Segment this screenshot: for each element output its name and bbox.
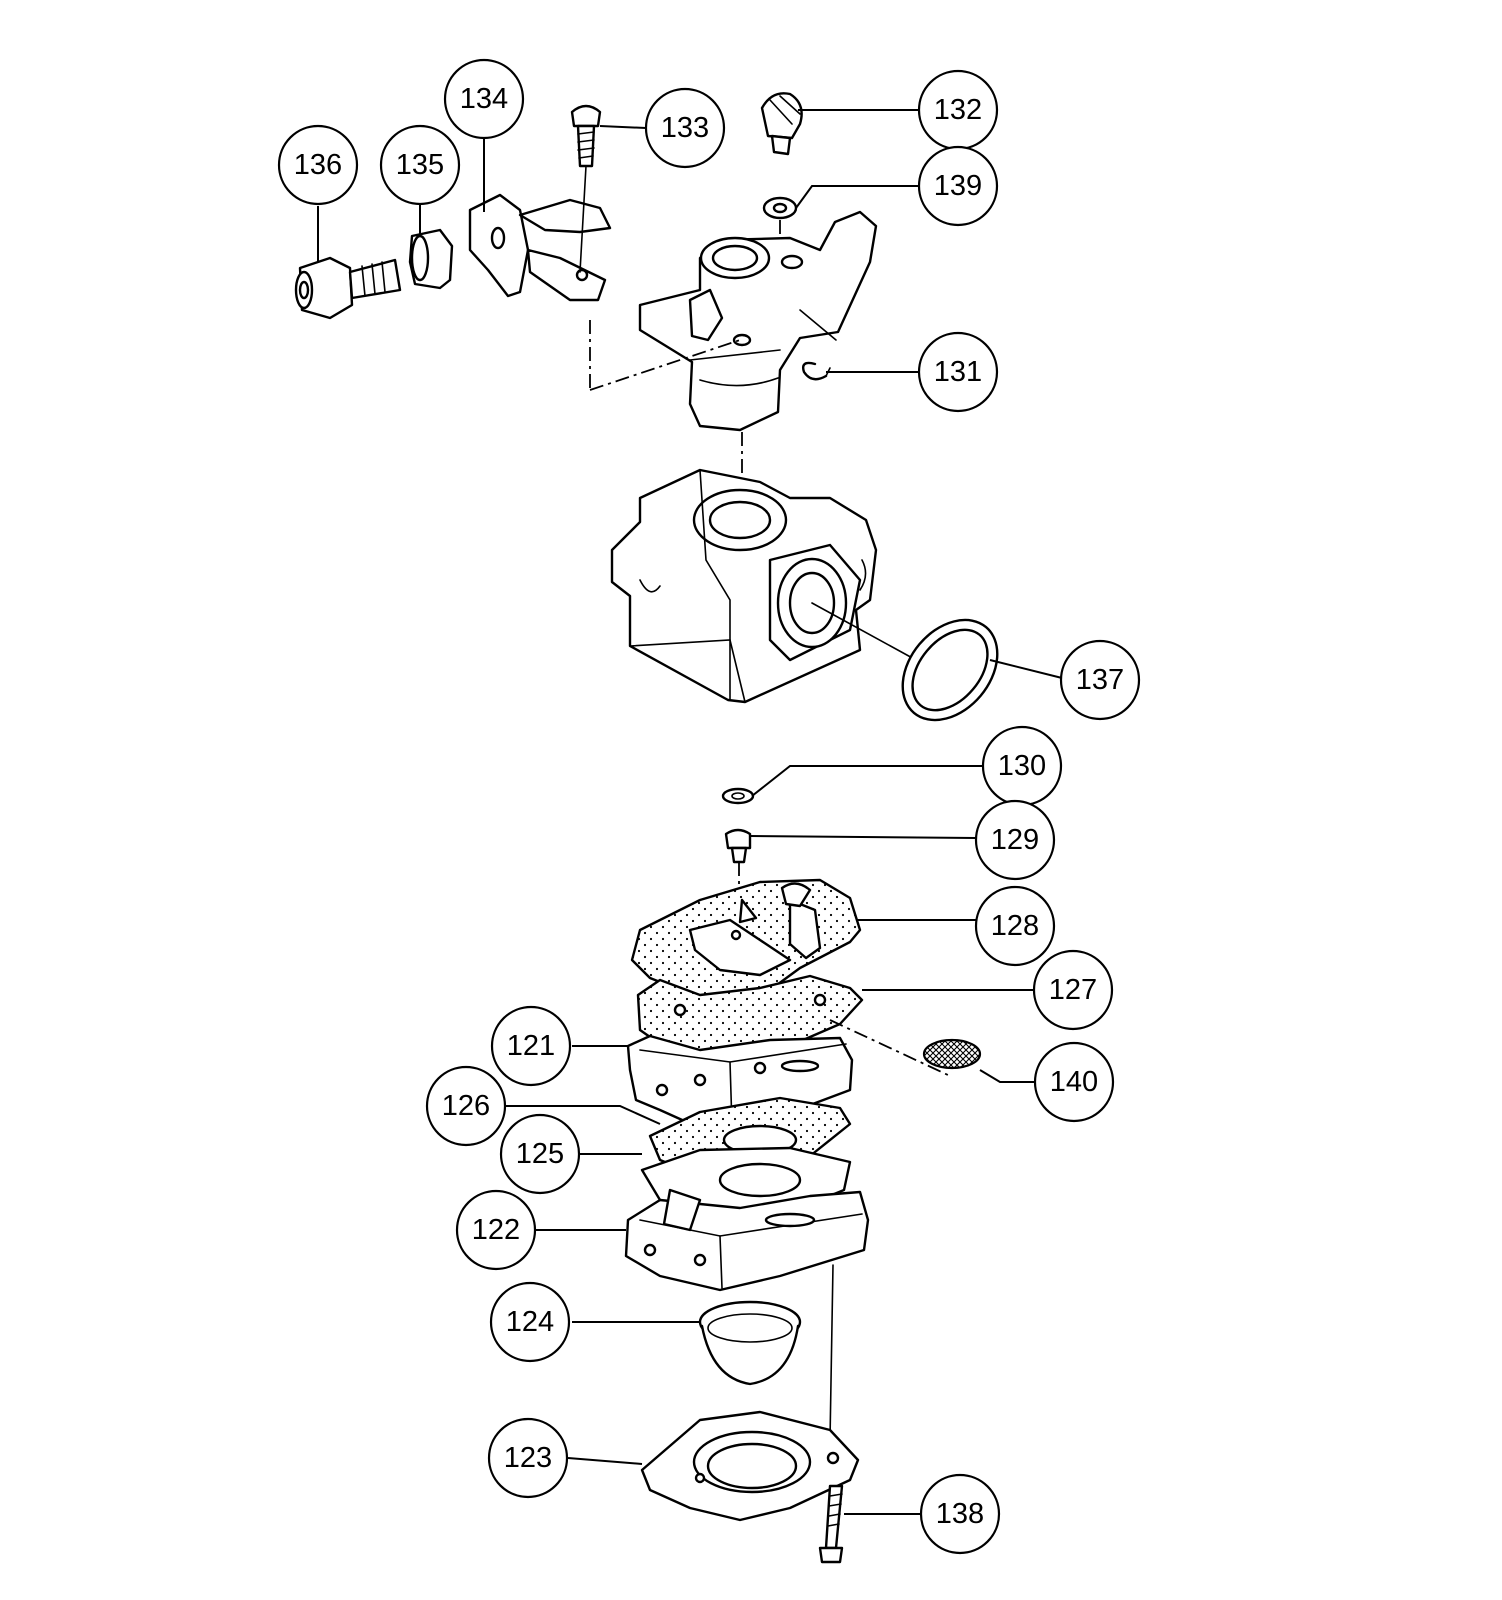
callout-label-124: 124 [506,1306,554,1338]
callout-label-140: 140 [1050,1066,1098,1098]
callout-123: 123 [487,1417,569,1499]
part-123-cover [640,1410,860,1522]
callout-label-128: 128 [991,910,1039,942]
callout-label-139: 139 [934,170,982,202]
part-133-screw [570,104,602,273]
part-131-clip [801,361,831,381]
callout-125: 125 [499,1113,581,1195]
callout-label-130: 130 [998,750,1046,782]
callout-122: 122 [455,1189,537,1271]
callout-124: 124 [489,1281,571,1363]
upper-cover-assembly [589,210,878,432]
callout-135: 135 [379,124,461,206]
callout-134: 134 [443,58,525,140]
part-140-screen [922,1038,982,1070]
part-130-washer [721,787,755,805]
callout-133: 133 [644,87,726,169]
callout-137: 137 [1059,639,1141,721]
callout-label-135: 135 [396,149,444,181]
callout-121: 121 [490,1005,572,1087]
callout-label-131: 131 [934,356,982,388]
part-137-seal-ring [901,618,999,722]
callout-130: 130 [981,725,1063,807]
carburetor-body [610,432,917,704]
part-135-nut [408,228,454,290]
part-128-plate [630,878,862,1000]
part-138-screw [818,1484,844,1564]
part-136-hose-fitting [294,256,402,320]
callout-label-127: 127 [1049,974,1097,1006]
callout-126: 126 [425,1065,507,1147]
callout-138: 138 [919,1473,1001,1555]
callout-label-138: 138 [936,1498,984,1530]
callout-127: 127 [1032,949,1114,1031]
part-132-adjust-screw [760,92,803,156]
callout-label-121: 121 [507,1030,555,1062]
callout-label-123: 123 [504,1442,552,1474]
part-122-lower-body [624,1188,870,1441]
part-134-bracket [468,193,612,302]
callout-label-125: 125 [516,1138,564,1170]
part-124-cup [698,1300,802,1386]
callout-140: 140 [1033,1041,1115,1123]
callout-128: 128 [974,885,1056,967]
callout-131: 131 [917,331,999,413]
callout-label-126: 126 [442,1090,490,1122]
callout-label-129: 129 [991,824,1039,856]
callout-label-137: 137 [1076,664,1124,696]
callout-129: 129 [974,799,1056,881]
callout-139: 139 [917,145,999,227]
callout-132: 132 [917,69,999,151]
leader-lines [317,109,1063,1515]
callout-136: 136 [277,124,359,206]
callout-label-136: 136 [294,149,342,181]
callout-label-122: 122 [472,1214,520,1246]
callout-label-132: 132 [934,94,982,126]
callout-label-134: 134 [460,83,508,115]
callout-label-133: 133 [661,112,709,144]
